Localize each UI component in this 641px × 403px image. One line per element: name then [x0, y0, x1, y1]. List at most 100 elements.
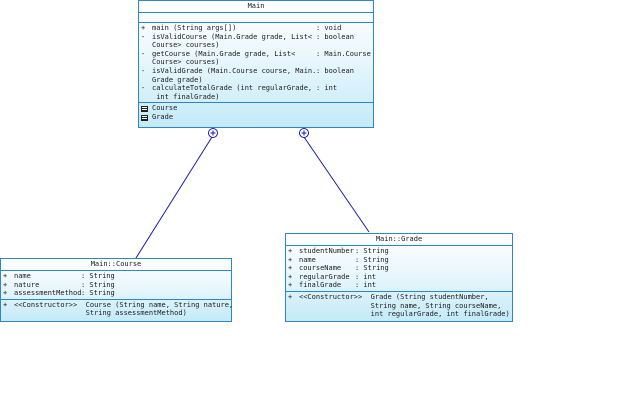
attribute-type: : String — [355, 255, 389, 264]
nested-class-course[interactable]: Course — [141, 104, 371, 113]
visibility-marker — [288, 302, 299, 311]
attribute-name: name — [14, 272, 31, 280]
course-class-title: Main::Course — [1, 259, 231, 271]
course-class-box[interactable]: Main::Course +name: String+nature: Strin… — [0, 258, 233, 322]
attribute-name: regularGrade — [299, 272, 350, 281]
method-signature: <<Constructor>> Course (String name, Str… — [14, 300, 234, 309]
method-signature: Course> courses) — [152, 41, 220, 50]
return-type: : boolean — [316, 66, 354, 75]
link-main-grade[interactable] — [303, 136, 370, 233]
method-signature: Grade grade) — [152, 75, 203, 84]
method-row[interactable]: -getCourse (Main.Grade grade, List< : Mai… — [141, 50, 371, 59]
attribute-name: courseName — [299, 264, 342, 273]
visibility-marker: + — [3, 289, 8, 298]
method-row[interactable]: int regularGrade, int finalGrade) — [288, 310, 510, 319]
nested-class-grade[interactable]: Grade — [141, 113, 371, 122]
grade-class-attributes: +studentNumber: String+name: String+cour… — [286, 246, 512, 292]
visibility-marker: - — [141, 49, 146, 58]
attribute-type: : int — [355, 272, 377, 281]
method-row[interactable]: int finalGrade) — [141, 93, 371, 102]
method-row[interactable]: -calculateTotalGrade (int regularGrade,:… — [141, 84, 371, 93]
visibility-marker — [288, 310, 299, 319]
method-signature: String name, String courseName, — [299, 301, 502, 310]
nested-class-label: Grade — [152, 113, 174, 122]
grade-class-operations: + <<Constructor>> Grade (String studentNu… — [286, 292, 512, 320]
method-row[interactable]: Grade grade) — [141, 76, 371, 85]
visibility-marker: - — [141, 66, 146, 75]
visibility-marker: + — [3, 272, 8, 280]
class-icon — [141, 114, 148, 121]
attribute-name: studentNumber — [299, 247, 354, 255]
attribute-type: : String — [355, 264, 389, 273]
visibility-marker: - — [141, 84, 146, 93]
containment-course-icon — [208, 128, 218, 138]
attribute-type: : String — [81, 280, 115, 289]
method-row[interactable]: + <<Constructor>> Grade (String studentNu… — [288, 293, 510, 302]
course-class-attributes: + name : String + nature : String + assessmentM… — [1, 271, 231, 300]
method-row[interactable]: Course> courses) — [141, 58, 371, 67]
main-class-title: Main — [139, 1, 373, 13]
visibility-marker — [141, 93, 152, 102]
method-signature: int regularGrade, int finalGrade) — [299, 310, 510, 319]
method-signature: String assessmentMethod) — [14, 309, 187, 318]
main-class-methods: + main (String args[]) : void-isValidCours… — [139, 23, 373, 104]
visibility-marker: - — [141, 32, 146, 41]
nested-class-label: Course — [152, 104, 178, 113]
method-row[interactable]: Course> courses) — [141, 41, 371, 50]
method-signature: calculateTotalGrade (int regularGrade, — [152, 84, 313, 93]
visibility-marker: + — [3, 300, 8, 309]
main-class-box[interactable]: Main +main (String args[]): void-isValid… — [138, 0, 374, 128]
containment-grade-icon — [299, 128, 309, 138]
method-signature: Course> courses) — [152, 58, 220, 67]
method-signature: int finalGrade) — [152, 92, 220, 101]
return-type: : boolean — [316, 32, 354, 41]
attribute-row[interactable]: + name : String — [3, 272, 229, 281]
attribute-row[interactable]: + studentNumber: String — [288, 247, 510, 256]
attribute-row[interactable]: + assessmentMethod: String — [3, 289, 229, 298]
attribute-name: nature — [14, 280, 40, 289]
return-type: : int — [316, 84, 338, 93]
attribute-row[interactable]: +finalGrade: int — [288, 281, 510, 290]
attribute-name: assessmentMethod — [14, 289, 82, 298]
link-main-course[interactable] — [135, 136, 213, 259]
method-row[interactable]: -isValidCourse (Main.Grade grade, List<:… — [141, 33, 371, 42]
method-signature: isValidGrade (Main.Course course, Main. — [152, 66, 317, 75]
method-row[interactable]: String assessmentMethod) — [3, 309, 229, 318]
method-signature: main (String args[]) — [152, 24, 237, 32]
attribute-row[interactable]: + nature : String — [3, 281, 229, 290]
method-row[interactable]: + <<Constructor>> Course (String name, St… — [3, 300, 233, 310]
class-icon — [141, 105, 148, 112]
method-row[interactable]: -isValidGrade (Main.Course course, Main.… — [141, 67, 371, 76]
attribute-type: : String — [81, 289, 115, 298]
main-class-attributes — [139, 13, 373, 23]
visibility-marker: + — [288, 292, 293, 301]
grade-class-title: Main::Grade — [286, 234, 512, 246]
visibility-marker — [141, 58, 152, 67]
attribute-type: : String — [81, 272, 115, 280]
visibility-marker — [3, 309, 14, 318]
attribute-row[interactable]: +courseName: String — [288, 264, 510, 273]
attribute-type: : String — [355, 247, 389, 255]
visibility-marker: + — [288, 272, 293, 281]
visibility-marker: + — [288, 255, 293, 264]
return-type: : Main.Course — [316, 49, 371, 58]
method-row[interactable]: String name, String courseName, — [288, 302, 510, 311]
return-type: : void — [316, 24, 342, 32]
visibility-marker: + — [288, 281, 293, 290]
visibility-marker — [141, 41, 152, 50]
grade-class-box[interactable]: Main::Grade +studentNumber: String+name:… — [285, 233, 513, 322]
visibility-marker: + — [141, 24, 146, 32]
visibility-marker: + — [3, 280, 8, 289]
method-signature: getCourse (Main.Grade grade, List< — [152, 49, 296, 58]
attribute-name: name — [299, 255, 316, 264]
visibility-marker: + — [288, 247, 293, 255]
attribute-row[interactable]: + regularGrade : int — [288, 273, 510, 282]
visibility-marker — [141, 76, 152, 85]
course-class-operations: + <<Constructor>> Course (String name, St… — [1, 300, 233, 319]
attribute-name: finalGrade — [299, 281, 342, 290]
attribute-row[interactable]: + name : String — [288, 256, 510, 265]
method-row[interactable]: + main (String args[]) : void — [141, 24, 371, 33]
method-signature: <<Constructor>> Grade (String studentNum… — [299, 292, 489, 301]
